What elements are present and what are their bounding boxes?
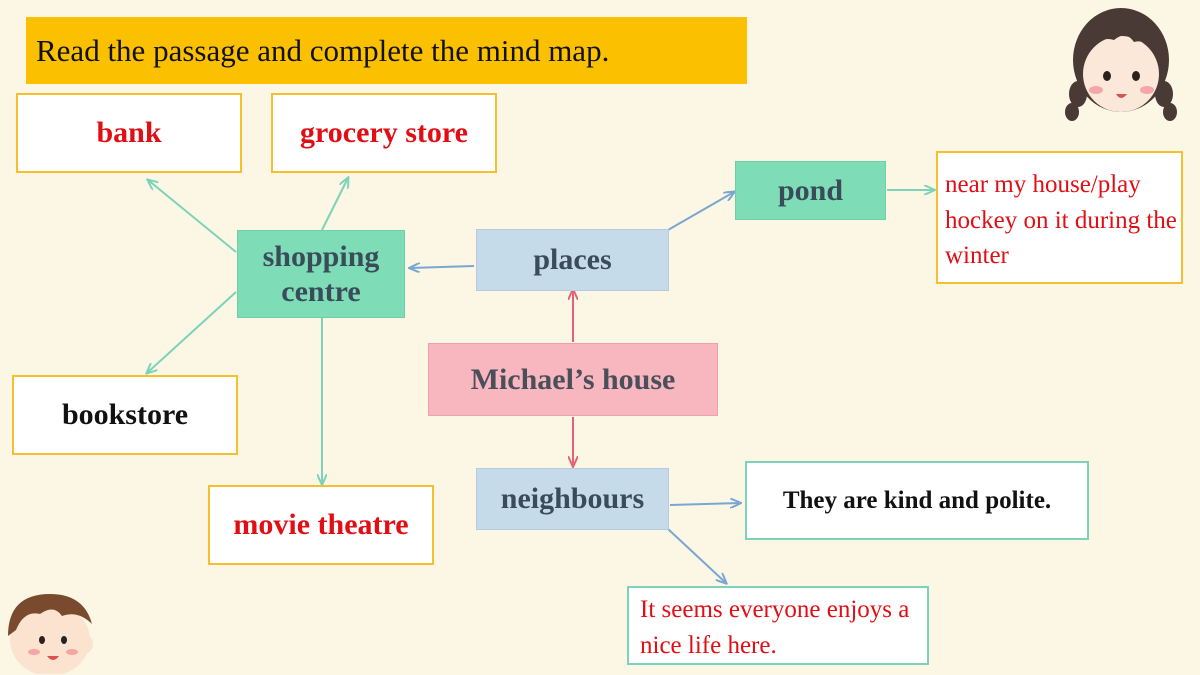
neighbours-detail1-box: They are kind and polite.: [745, 461, 1089, 540]
neighbours-detail2-text: It seems everyone enjoys a nice life her…: [640, 596, 910, 659]
instruction-banner: Read the passage and complete the mind m…: [26, 17, 747, 84]
pond-detail-box: near my house/play hockey on it during t…: [936, 151, 1183, 284]
arrow-to-bookstore: [147, 291, 237, 373]
neighbours-detail1-text: They are kind and polite.: [782, 486, 1052, 514]
grocery-store-label: grocery store: [300, 116, 468, 150]
bank-box: bank: [16, 93, 242, 173]
bookstore-box: bookstore: [12, 375, 238, 455]
shopping-centre-line2: centre: [281, 275, 361, 308]
grocery-store-box: grocery store: [271, 93, 497, 173]
girl-avatar-icon: [1065, 8, 1177, 121]
places-label: places: [533, 243, 612, 277]
arrow-to-shopping: [410, 266, 475, 268]
neighbours-label: neighbours: [500, 482, 645, 516]
michaels-house-node: Michael’s house: [428, 343, 718, 416]
boy-avatar-icon: [8, 594, 93, 674]
movie-theatre-label: movie theatre: [233, 508, 409, 542]
shopping-centre-node: shopping centre: [237, 230, 405, 318]
arrow-to-detail1: [669, 503, 740, 505]
instruction-text: Read the passage and complete the mind m…: [36, 32, 610, 68]
shopping-centre-line1: shopping: [262, 239, 380, 273]
pond-label: pond: [777, 173, 844, 207]
neighbours-node: neighbours: [476, 468, 669, 530]
movie-theatre-box: movie theatre: [208, 485, 434, 565]
neighbours-detail2-box: It seems everyone enjoys a nice life her…: [627, 586, 929, 665]
bookstore-label: bookstore: [61, 398, 189, 432]
arrow-to-detail2: [667, 528, 726, 583]
pond-detail-text: near my house/play hockey on it during t…: [945, 171, 1177, 269]
pond-node: pond: [735, 161, 886, 220]
bank-label: bank: [96, 116, 162, 150]
arrow-to-bank: [148, 180, 237, 253]
arrow-to-pond: [667, 192, 734, 231]
arrow-to-grocery: [321, 178, 348, 231]
michaels-house-label: Michael’s house: [470, 362, 676, 396]
places-node: places: [476, 229, 669, 291]
